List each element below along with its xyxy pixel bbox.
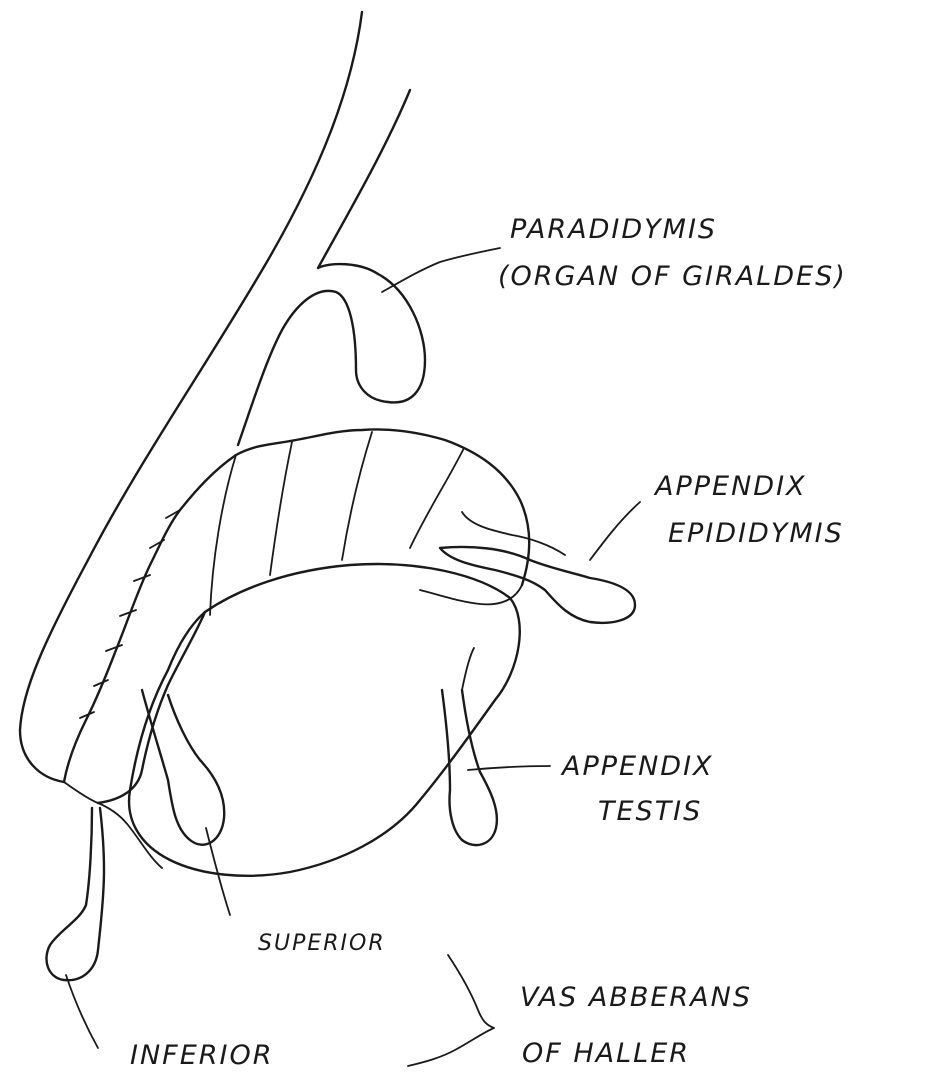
- leader-inferior: [66, 975, 98, 1048]
- tail-scallop: [64, 782, 162, 868]
- paradidymis-body: [238, 274, 425, 445]
- appendix-testis-stalk-top: [462, 648, 474, 690]
- epididymis-lobule-line-2: [342, 432, 372, 560]
- label-appendix-testis-line1: APPENDIX: [560, 751, 714, 782]
- label-superior: SUPERIOR: [258, 931, 386, 956]
- leader-paradidymis: [382, 248, 500, 292]
- label-appendix-epididymis-line1: APPENDIX: [653, 471, 807, 502]
- epididymis-lobule-line-3: [410, 448, 464, 548]
- superior-vas-aberrans: [142, 690, 224, 845]
- epididymis-lobule-line-4: [210, 455, 236, 615]
- spermatic-cord-outer: [20, 12, 362, 782]
- label-vas-aberrans-line1: VAS ABBERANS: [520, 982, 752, 1013]
- label-vas-aberrans-line2: OF HALLER: [522, 1038, 690, 1069]
- label-paradidymis-line1: PARADIDYMIS: [510, 214, 717, 245]
- inferior-vas-aberrans: [46, 808, 104, 980]
- label-inferior: INFERIOR: [130, 1040, 274, 1071]
- leader-appendix-testis: [468, 766, 550, 770]
- appendix-epididymis: [440, 547, 635, 623]
- label-paradidymis-line2: (ORGAN OF GIRALDES): [498, 261, 847, 292]
- testis-body: [129, 564, 520, 876]
- label-appendix-testis-line2: TESTIS: [598, 796, 702, 827]
- label-appendix-epididymis-line2: EPIDIDYMIS: [668, 518, 844, 549]
- vas-deferens-line: [318, 90, 410, 274]
- vas-aberrans-bracket: [408, 955, 494, 1066]
- leader-appendix-epididymis: [590, 502, 640, 560]
- epididymis-lobule-line-1: [270, 442, 292, 575]
